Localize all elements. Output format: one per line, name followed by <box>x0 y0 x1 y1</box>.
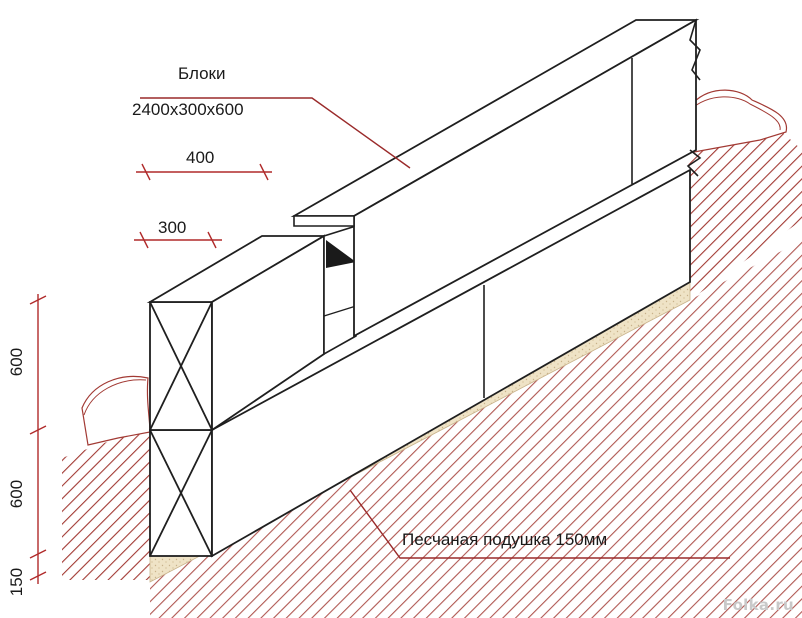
lower-block-side-face <box>211 168 691 558</box>
dim-vertical-line <box>29 294 47 584</box>
soil-right <box>688 89 802 300</box>
dim-600-bottom-label: 600 <box>7 479 26 509</box>
dim-400-line <box>136 163 272 181</box>
lower-block-end-face <box>149 429 213 557</box>
soil-under-sand <box>150 240 802 618</box>
block-size-label: 2400x300x600 <box>132 100 244 119</box>
blocks-label: Блоки <box>178 64 226 83</box>
upper-block-end-face <box>149 301 213 431</box>
dim-300-line <box>134 231 222 249</box>
soil-left <box>62 375 151 580</box>
sand-cushion-label: Песчаная подушка 150мм <box>402 530 608 549</box>
sand-leader <box>349 489 730 559</box>
dim-400-label: 400 <box>186 148 215 167</box>
block-gap-shadow <box>326 240 356 268</box>
dim-150-label: 150 <box>7 567 26 597</box>
break-line <box>689 19 701 81</box>
long-block-side-face <box>353 18 697 338</box>
dim-300-label: 300 <box>158 218 187 237</box>
dim-600-top-label: 600 <box>7 347 26 377</box>
blocks-leader <box>140 97 411 169</box>
watermark: Folka.ru <box>722 596 794 614</box>
